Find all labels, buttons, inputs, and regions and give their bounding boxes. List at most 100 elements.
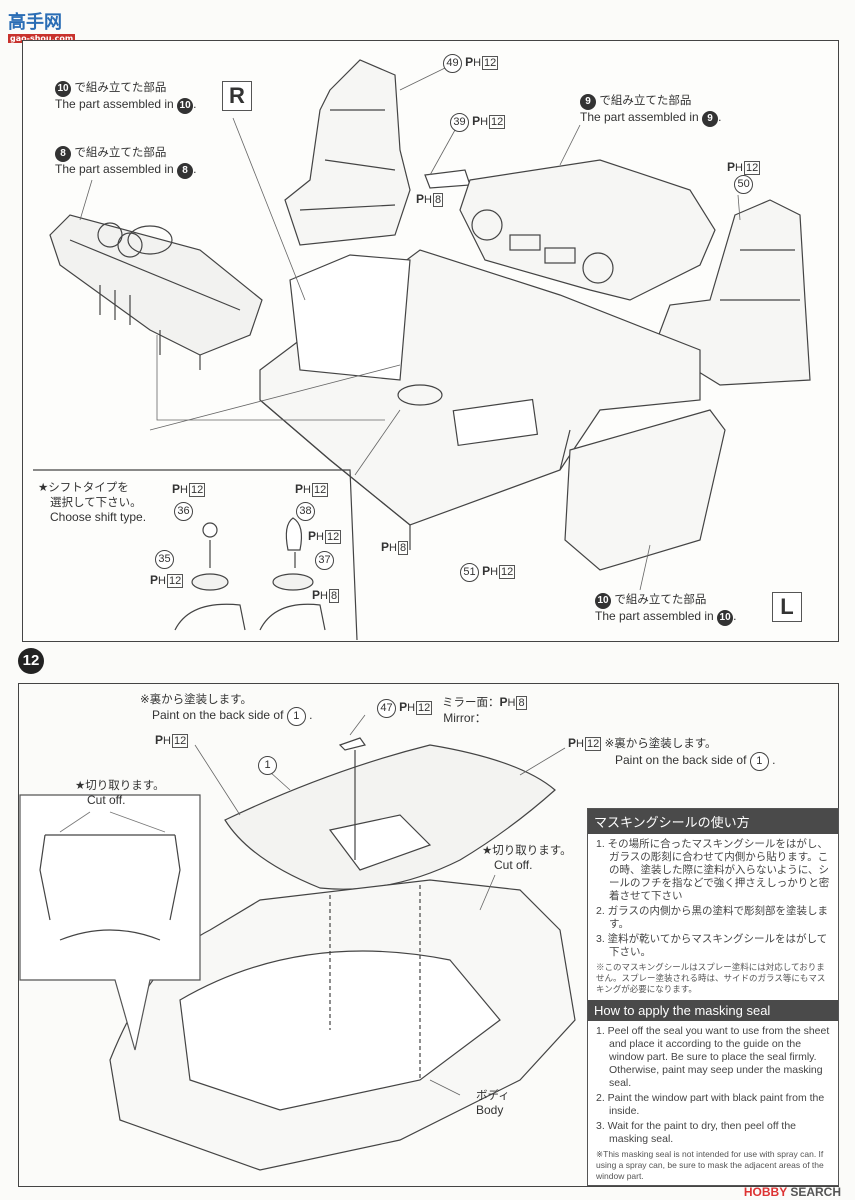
paint-number: 12: [416, 701, 433, 715]
paint-sub: H: [480, 116, 489, 128]
jp-text: で組み立てた部品: [74, 80, 167, 94]
jp-text: ★シフトタイプを: [38, 480, 129, 494]
paint-icon: P: [499, 695, 508, 709]
paint-sub: H: [507, 697, 516, 709]
side-l-box: L: [772, 592, 802, 622]
paint-sub: H: [303, 484, 311, 496]
paint-sub: H: [407, 702, 416, 714]
jp-text: ★切り取ります。: [75, 778, 165, 792]
part-number: 1: [749, 752, 769, 771]
paint-number: 8: [397, 541, 409, 555]
paint-icon: P: [465, 55, 474, 69]
en-text: The part assembled in: [595, 609, 714, 623]
paint-icon: P: [399, 700, 408, 714]
part-39-drawing: [424, 169, 471, 189]
paint-icon: P: [150, 573, 159, 587]
shift-callout-36: 36: [174, 502, 193, 521]
part10-r-label: 10 で組み立てた部品 The part assembled in 10.: [55, 80, 196, 114]
callout-window-1: 1: [258, 756, 277, 775]
paint-number: 12: [324, 530, 342, 544]
list-item: 3. Wait for the paint to dry, then peel …: [596, 1120, 797, 1145]
list-item: 1. Peel off the seal you want to use fro…: [596, 1025, 830, 1089]
jp-text: ※裏から塗装します。: [140, 692, 252, 706]
step-ref-badge: 9: [702, 111, 719, 127]
site-logo: 高手网 gao-shou.com: [8, 8, 76, 43]
watermark-brand: HOBBY: [743, 1185, 787, 1199]
shift-callout-37: 37: [315, 551, 334, 570]
masking-en-title: How to apply the masking seal: [588, 1000, 838, 1021]
jp-text: で組み立てた部品: [74, 145, 167, 159]
part-number: 49: [443, 54, 462, 73]
paint-icon: P: [172, 482, 181, 496]
part-number: 47: [377, 699, 396, 718]
paint-number: 12: [171, 734, 189, 748]
part9-label: 9 で組み立てた部品 The part assembled in 9.: [580, 93, 721, 127]
en-text: Paint on the back side of: [615, 753, 747, 767]
back-paint-left-note: ※裏から塗装します。 Paint on the back side of 1 .: [140, 692, 312, 726]
jp-text: で組み立てた部品: [599, 93, 692, 107]
step-12-number: 12: [18, 648, 44, 674]
list-item: 2. ガラスの内側から黒の塗料で彫刻部を塗装します。: [596, 905, 828, 930]
paint-sub: H: [389, 542, 397, 554]
leader-lines-12: [194, 714, 566, 1096]
step-ref-badge: 10: [595, 593, 611, 609]
paint-sub: H: [316, 531, 324, 543]
masking-en-note: ※This masking seal is not intended for u…: [596, 1149, 824, 1181]
body-drawing: [109, 879, 576, 1171]
part-number: 1: [286, 707, 306, 726]
floor-tub-drawing: [259, 249, 701, 550]
paint-number: 12: [311, 483, 329, 497]
paint-sub: H: [735, 162, 743, 174]
paint-sub: H: [163, 735, 171, 747]
en-text: The part assembled in: [55, 97, 174, 111]
body-label: ボディ Body: [476, 1088, 510, 1118]
paint-icon: P: [482, 564, 491, 578]
paint-sub: H: [576, 738, 584, 750]
part-number: 1: [258, 756, 277, 775]
step-ref-badge: 10: [717, 610, 734, 626]
list-item: 3. 塗料が乾いてからマスキングシールをはがして下さい。: [596, 933, 828, 958]
windshield-drawing: [224, 737, 556, 890]
masking-jp-title: マスキングシールの使い方: [588, 809, 838, 834]
paint-sub: H: [490, 566, 499, 578]
paint-number: 12: [584, 737, 602, 751]
part-number: 38: [296, 502, 315, 521]
part-number: 35: [155, 550, 174, 569]
leader-lines: [79, 67, 741, 591]
side-r-box: R: [222, 81, 252, 111]
watermark-suffix: SEARCH: [790, 1185, 841, 1199]
masking-jp-list: 1. その場所に合ったマスキングシールをはがし、ガラスの彫刻に合わせて内側から貼…: [588, 834, 838, 962]
paint-icon: P: [295, 482, 304, 496]
shift-callout-38: 38: [296, 502, 315, 521]
en-text: Choose shift type.: [50, 510, 147, 524]
paint-sub: H: [158, 575, 166, 587]
jp-text: ミラー面：: [442, 695, 500, 709]
paint-sub: H: [320, 590, 328, 602]
paint-sub: H: [473, 57, 482, 69]
paint-icon: P: [308, 529, 317, 543]
part-number: 39: [450, 113, 469, 132]
en-text: Cut off.: [494, 858, 533, 872]
part-number: 36: [174, 502, 193, 521]
en-text: The part assembled in: [55, 162, 174, 176]
en-text: Body: [476, 1103, 504, 1117]
step-ref-badge: 8: [177, 163, 194, 179]
cut-off-right-note: ★切り取ります。 Cut off.: [482, 843, 572, 873]
seat-50-drawing: [654, 199, 811, 386]
en-text: Cut off.: [87, 793, 126, 807]
paint-number: 12: [188, 483, 206, 497]
list-item: 2. Paint the window part with black pain…: [596, 1092, 825, 1117]
paint-number: 12: [499, 565, 516, 579]
en-text: The part assembled in: [580, 110, 699, 124]
part-number: 50: [734, 175, 754, 194]
